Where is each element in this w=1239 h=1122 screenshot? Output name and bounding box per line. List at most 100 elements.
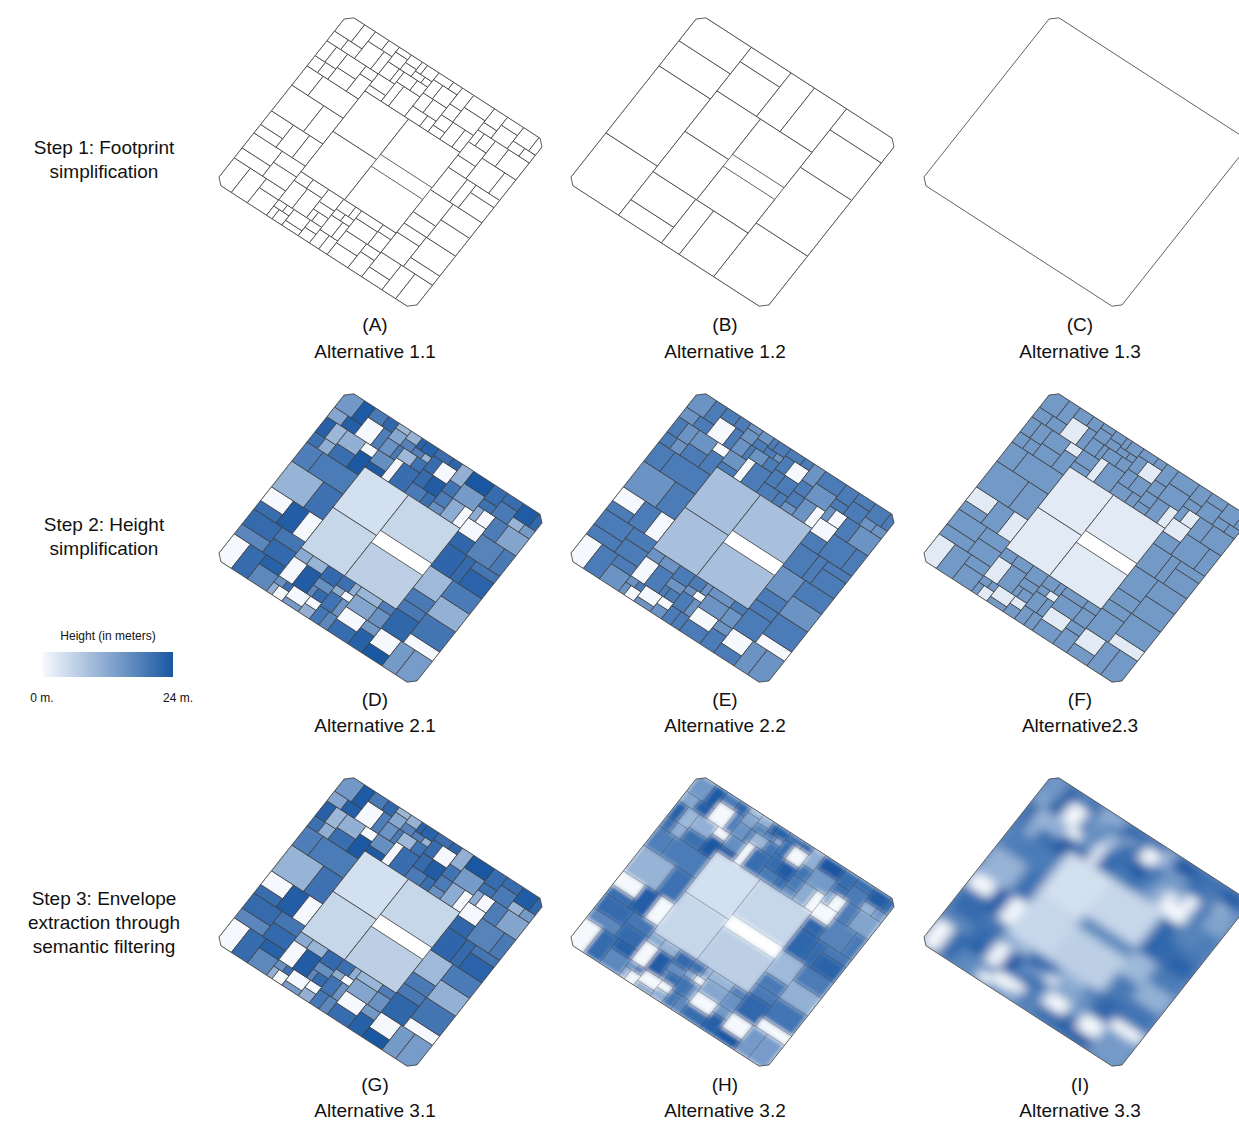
block-group bbox=[567, 14, 898, 310]
building-footprint bbox=[859, 901, 877, 916]
building-block-map bbox=[565, 770, 905, 1075]
building-block-map bbox=[213, 10, 553, 315]
building-footprint bbox=[1157, 890, 1179, 912]
building-footprint bbox=[697, 166, 775, 233]
building-footprint bbox=[749, 832, 770, 850]
building-footprint bbox=[1218, 888, 1239, 911]
building-block-map bbox=[213, 770, 553, 1075]
building-footprint bbox=[775, 860, 799, 882]
building-footprint bbox=[733, 879, 812, 948]
block-outline bbox=[215, 14, 546, 310]
building-footprint bbox=[613, 871, 646, 899]
building-footprint bbox=[784, 846, 809, 868]
building-footprint bbox=[740, 812, 760, 829]
building-footprint bbox=[680, 827, 708, 851]
block-outline bbox=[567, 14, 898, 310]
building-footprint bbox=[634, 980, 654, 995]
building-footprint bbox=[765, 950, 805, 987]
building-footprint bbox=[800, 915, 827, 939]
panel-caption: Alternative 3.1 bbox=[314, 1099, 435, 1122]
block-group bbox=[215, 774, 546, 1070]
building-footprint bbox=[706, 801, 736, 829]
panel-caption: Alternative 3.3 bbox=[1019, 1099, 1140, 1122]
panel-caption: (B) bbox=[712, 313, 737, 337]
building-footprint bbox=[381, 119, 460, 188]
building-footprint bbox=[755, 1017, 791, 1045]
building-footprint bbox=[623, 845, 676, 892]
building-footprint bbox=[756, 972, 788, 998]
building-footprint bbox=[847, 910, 881, 940]
building-footprint bbox=[671, 950, 696, 972]
building-block-map bbox=[918, 10, 1239, 315]
building-block-map bbox=[918, 770, 1239, 1075]
block-outline bbox=[920, 14, 1239, 310]
building-footprint bbox=[345, 926, 423, 993]
block-outline bbox=[567, 390, 898, 686]
building-footprint bbox=[659, 816, 678, 833]
block-outline bbox=[215, 390, 546, 686]
building-footprint bbox=[818, 918, 857, 953]
block-group bbox=[215, 14, 546, 310]
block-group bbox=[567, 774, 898, 1070]
block-outline bbox=[920, 390, 1239, 686]
building-footprint bbox=[688, 959, 708, 976]
building-footprint bbox=[785, 875, 805, 893]
building-footprint bbox=[773, 837, 784, 847]
building-footprint bbox=[779, 980, 822, 1016]
building-footprint bbox=[810, 952, 846, 982]
building-footprint bbox=[644, 826, 675, 856]
building-footprint bbox=[664, 972, 681, 987]
block-outline bbox=[920, 774, 1239, 1070]
building-footprint bbox=[800, 842, 814, 855]
building-footprint bbox=[714, 1027, 742, 1050]
building-footprint bbox=[834, 901, 861, 926]
building-footprint bbox=[692, 975, 706, 987]
building-footprint bbox=[626, 911, 658, 937]
panel-caption: (C) bbox=[1067, 313, 1093, 337]
legend-label: Height (in meters) bbox=[60, 629, 155, 644]
building-footprint bbox=[1234, 514, 1239, 532]
building-footprint bbox=[918, 770, 1239, 1075]
building-footprint bbox=[697, 926, 775, 993]
legend-label: 0 m. bbox=[30, 691, 53, 706]
building-block-map bbox=[565, 386, 905, 691]
panel-caption: Alternative 2.1 bbox=[314, 714, 435, 738]
row-label: Step 2: Height simplification bbox=[4, 513, 204, 561]
panel-caption: Alternative 1.2 bbox=[664, 340, 785, 364]
block-group bbox=[567, 390, 898, 686]
panel-caption: Alternative 1.3 bbox=[1019, 340, 1140, 364]
building-footprint bbox=[1086, 879, 1165, 948]
panel-caption: (H) bbox=[712, 1073, 738, 1097]
building-footprint bbox=[731, 822, 752, 841]
building-footprint bbox=[381, 495, 460, 564]
building-block-map bbox=[213, 386, 553, 691]
building-footprint bbox=[773, 825, 791, 841]
building-footprint bbox=[865, 888, 891, 911]
panel-caption: Alternative 1.1 bbox=[314, 340, 435, 364]
row-label: Step 1: Footprint simplification bbox=[4, 136, 204, 184]
legend-label: 24 m. bbox=[163, 691, 193, 706]
panel-caption: (F) bbox=[1068, 688, 1092, 712]
building-footprint bbox=[653, 891, 728, 959]
building-footprint bbox=[697, 926, 775, 993]
building-footprint bbox=[822, 945, 851, 967]
building-footprint bbox=[720, 792, 741, 810]
building-footprint bbox=[586, 908, 622, 936]
building-footprint bbox=[672, 975, 695, 997]
panel-caption: (A) bbox=[362, 313, 387, 337]
building-footprint bbox=[871, 908, 888, 923]
building-footprint bbox=[644, 896, 675, 927]
row-label: Step 3: Envelope extraction through sema… bbox=[4, 887, 204, 959]
building-footprint bbox=[611, 939, 637, 960]
building-footprint bbox=[700, 1012, 727, 1037]
building-footprint bbox=[679, 791, 700, 810]
building-footprint bbox=[670, 822, 688, 839]
panel-caption: (G) bbox=[361, 1073, 388, 1097]
building-block-map bbox=[918, 386, 1239, 691]
building-footprint bbox=[685, 851, 760, 919]
block-group bbox=[215, 390, 546, 686]
block-group bbox=[920, 14, 1239, 310]
building-footprint bbox=[697, 542, 775, 609]
building-footprint bbox=[721, 1012, 753, 1040]
block-group bbox=[918, 770, 1239, 1075]
